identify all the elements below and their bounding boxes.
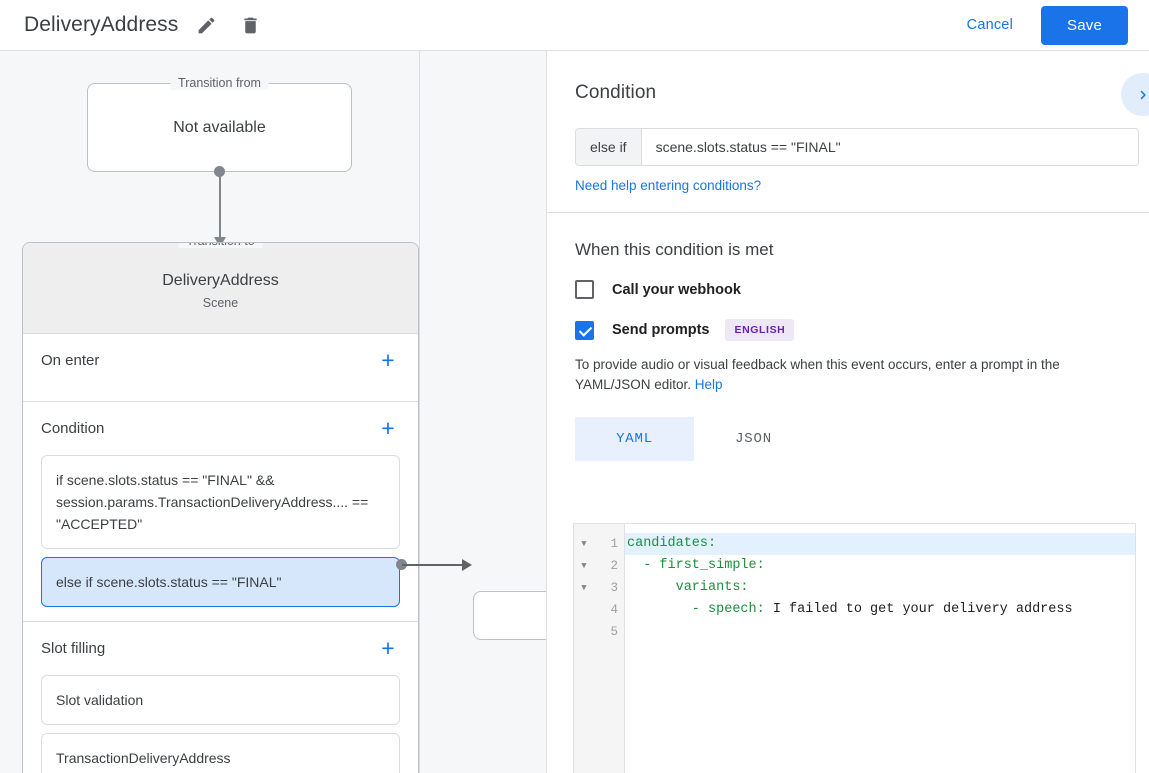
chevron-right-icon-glyph (1140, 90, 1146, 99)
condition-operator-label: else if (576, 129, 642, 165)
slot-validation-item[interactable]: Slot validation (41, 675, 400, 725)
transition-to-legend: Transition to (178, 243, 263, 248)
editor-token: variants: (675, 580, 749, 595)
section-condition-header: Condition + (41, 402, 400, 455)
condition-item-selected[interactable]: else if scene.slots.status == "FINAL" (41, 557, 400, 607)
editor-line-number: 1 (610, 537, 618, 551)
section-on-enter: On enter + (23, 334, 418, 402)
connector-arrow-right (462, 559, 472, 571)
condition-detail-panel: Condition else if scene.slots.status == … (546, 51, 1149, 773)
condition-expression-input[interactable]: scene.slots.status == "FINAL" (641, 129, 1138, 165)
fold-triangle-icon[interactable]: ▼ (581, 583, 587, 593)
chevron-right-icon[interactable] (1121, 73, 1149, 116)
panel-divider (547, 212, 1149, 213)
pencil-icon-glyph (198, 17, 215, 33)
fold-triangle-icon[interactable]: ▼ (581, 561, 587, 571)
connector-line-horizontal (402, 564, 466, 566)
canvas-divider-line (419, 51, 420, 773)
editor-gutter-row: ▼2 (574, 555, 624, 577)
editor-token: candidates: (627, 536, 717, 551)
top-app-bar: DeliveryAddress Cancel Save (0, 0, 1149, 51)
prompts-help-link[interactable]: Help (694, 377, 723, 392)
transition-from-value: Not available (173, 118, 266, 136)
when-condition-met-title: When this condition is met (575, 240, 774, 259)
section-condition: Condition + if scene.slots.status == "FI… (23, 402, 418, 622)
section-condition-title: Condition (41, 420, 105, 437)
editor-gutter-row: 5 (574, 621, 624, 643)
tab-json[interactable]: JSON (735, 431, 772, 447)
transition-from-node[interactable]: Transition from Not available (87, 76, 352, 172)
editor-code-area[interactable]: candidates: - first_simple: variants: - … (625, 524, 1135, 773)
editor-token: - (627, 602, 709, 617)
editor-line-number: 4 (610, 603, 618, 617)
section-slot-filling-header: Slot filling + (41, 622, 400, 675)
pencil-icon[interactable] (190, 9, 222, 41)
call-webhook-label: Call your webhook (612, 281, 741, 298)
send-prompts-row[interactable]: Send prompts ENGLISH (575, 319, 1121, 341)
editor-line-number: 2 (610, 559, 618, 573)
condition-help-link[interactable]: Need help entering conditions? (575, 178, 762, 193)
condition-item[interactable]: if scene.slots.status == "FINAL" && sess… (41, 455, 400, 549)
condition-section-title: Condition (575, 82, 657, 103)
editor-line-number: 3 (610, 581, 618, 595)
slot-item[interactable]: TransactionDeliveryAddress (41, 733, 400, 773)
scene-card-header: Transition to DeliveryAddress Scene (23, 243, 418, 334)
editor-gutter-row: ▼1 (574, 533, 624, 555)
section-slot-filling: Slot filling + Slot validation Transacti… (23, 622, 418, 773)
transition-target-node[interactable] (473, 591, 546, 640)
prompts-hint: To provide audio or visual feedback when… (575, 355, 1127, 395)
scene-type: Scene (202, 296, 239, 310)
prompts-hint-text: To provide audio or visual feedback when… (575, 357, 1060, 392)
add-on-enter-button[interactable]: + (381, 347, 395, 373)
editor-code-line[interactable]: variants: (625, 577, 1135, 599)
webhook-row[interactable]: Call your webhook (575, 280, 1121, 299)
condition-section: Condition else if scene.slots.status == … (547, 51, 1149, 461)
language-badge: ENGLISH (725, 319, 795, 341)
scene-name: DeliveryAddress (162, 272, 279, 289)
flow-canvas[interactable]: Transition from Not available Transition… (0, 51, 546, 773)
send-prompts-checkbox[interactable] (575, 320, 594, 340)
editor-code-line[interactable]: candidates: (625, 533, 1135, 555)
editor-token: - (627, 558, 660, 573)
section-slot-filling-title: Slot filling (41, 640, 106, 657)
connector-line-vertical (219, 171, 221, 244)
editor-format-tabs: YAML JSON (575, 417, 1121, 461)
editor-token: first_simple: (659, 558, 765, 573)
section-on-enter-title: On enter (41, 352, 100, 369)
save-button[interactable]: Save (1041, 5, 1128, 45)
add-condition-button[interactable]: + (381, 415, 395, 441)
trash-icon[interactable] (234, 9, 266, 41)
page-title: DeliveryAddress (24, 13, 179, 36)
editor-code-line[interactable]: - first_simple: (625, 555, 1135, 577)
editor-token (627, 580, 676, 595)
editor-token: I failed to get your delivery address (764, 602, 1073, 617)
connector-dot-condition (396, 559, 407, 570)
send-prompts-label: Send prompts (612, 322, 710, 338)
editor-gutter-row: ▼3 (574, 577, 624, 599)
editor-code-line[interactable]: - speech: I failed to get your delivery … (625, 599, 1135, 621)
editor-line-number: 5 (610, 625, 618, 639)
editor-code-line[interactable] (625, 621, 1135, 643)
cancel-button[interactable]: Cancel (951, 8, 1029, 42)
editor-token: speech: (708, 602, 765, 617)
editor-gutter-row: 4 (574, 599, 624, 621)
add-slot-filling-button[interactable]: + (381, 635, 395, 661)
condition-expression-row[interactable]: else if scene.slots.status == "FINAL" (575, 128, 1139, 166)
transition-from-legend: Transition from (170, 76, 269, 90)
fold-triangle-icon[interactable]: ▼ (581, 539, 587, 549)
trash-icon-glyph (244, 17, 257, 33)
transition-to-scene-card[interactable]: Transition to DeliveryAddress Scene On e… (22, 242, 419, 773)
section-on-enter-header: On enter + (41, 334, 400, 387)
tab-yaml[interactable]: YAML (575, 417, 694, 461)
call-webhook-checkbox[interactable] (575, 280, 594, 299)
